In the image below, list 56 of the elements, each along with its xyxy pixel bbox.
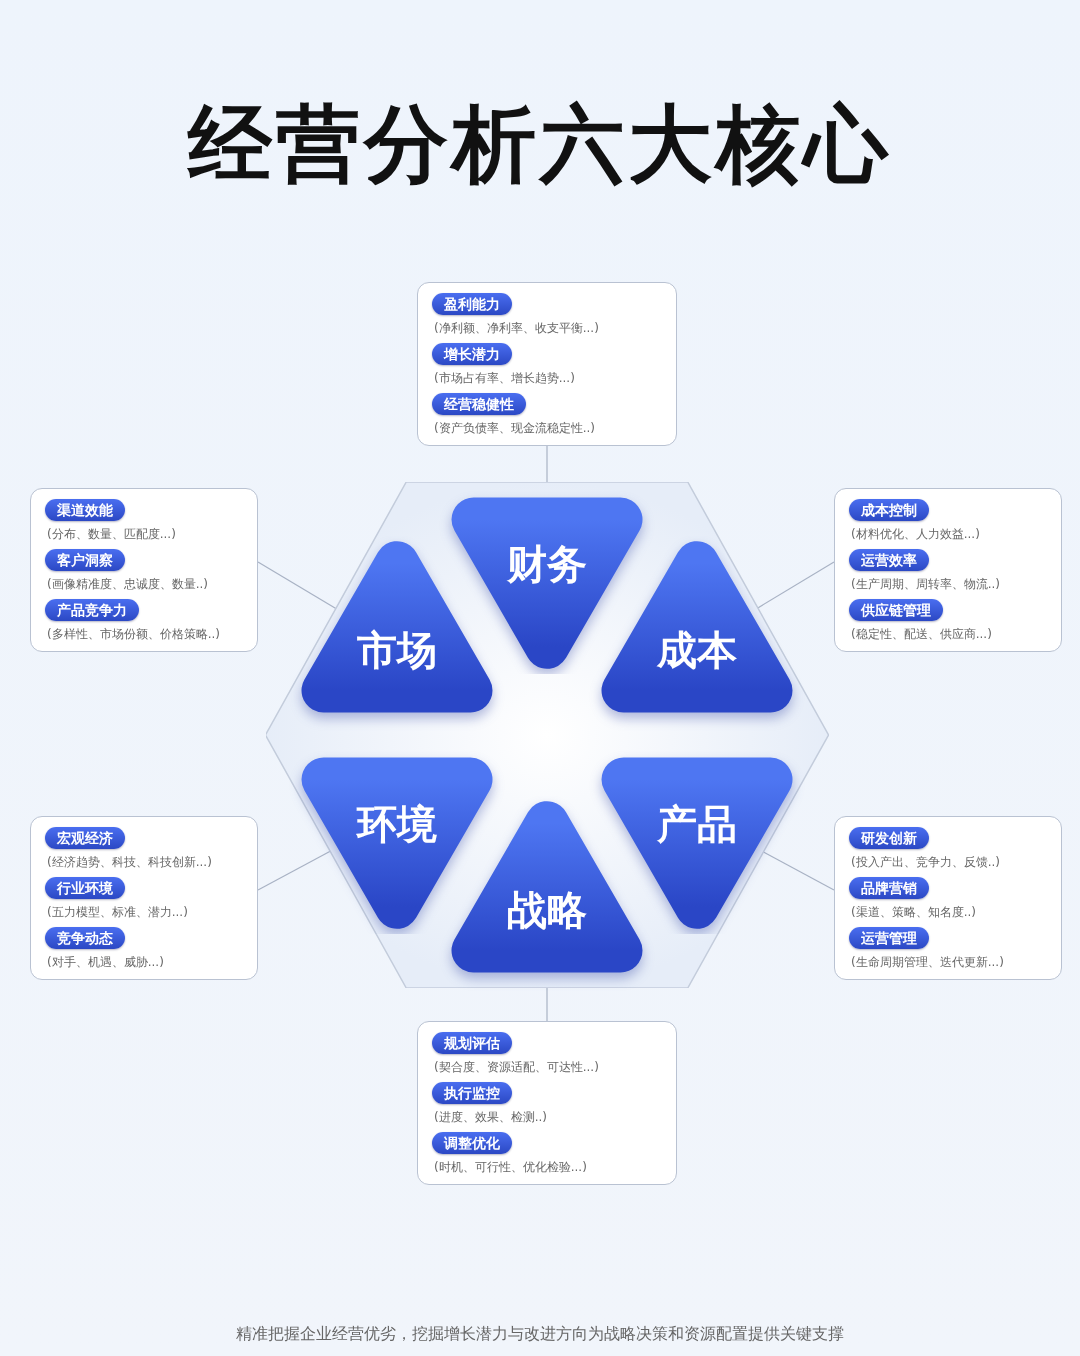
info-card	[30, 488, 258, 652]
category-tag: 增长潜力	[432, 343, 512, 365]
description-text: (分布、数量、匹配度...)	[47, 526, 177, 542]
connector-line	[546, 445, 548, 483]
description-text: (市场占有率、增长趋势...)	[434, 370, 576, 386]
category-tag: 研发创新	[849, 827, 929, 849]
category-tag: 成本控制	[849, 499, 929, 521]
petal-label: 财务	[507, 541, 587, 586]
info-card	[417, 282, 677, 446]
petal-label: 环境	[357, 801, 438, 846]
connector-line	[257, 561, 337, 610]
description-text: (进度、效果、检测..)	[434, 1109, 548, 1125]
description-text: (净利额、净利率、收支平衡...)	[434, 320, 600, 336]
category-tag: 盈利能力	[432, 293, 512, 315]
hexagon-frame	[266, 482, 829, 988]
category-tag: 宏观经济	[45, 827, 125, 849]
petal-label: 成本	[656, 628, 737, 673]
petal-label: 战略	[507, 888, 587, 933]
description-text: (多样性、市场份额、价格策略..)	[47, 626, 221, 642]
info-card	[834, 816, 1062, 980]
description-text: (稳定性、配送、供应商...)	[851, 626, 993, 642]
category-tag: 运营管理	[849, 927, 929, 949]
connector-line	[546, 987, 548, 1022]
description-text: (经济趋势、科技、科技创新...)	[47, 854, 213, 870]
info-card	[834, 488, 1062, 652]
category-tag: 经营稳健性	[432, 393, 526, 415]
category-tag: 调整优化	[432, 1132, 512, 1154]
category-tag: 竞争动态	[45, 927, 125, 949]
category-tag: 规划评估	[432, 1032, 512, 1054]
info-card	[30, 816, 258, 980]
info-card	[417, 1021, 677, 1185]
category-tag: 品牌营销	[849, 877, 929, 899]
description-text: (资产负债率、现金流稳定性..)	[434, 420, 596, 436]
category-tag: 执行监控	[432, 1082, 512, 1104]
category-tag: 行业环境	[45, 877, 125, 899]
title-text: 经营分析六大核心	[186, 94, 893, 195]
caption-text: 精准把握企业经营优劣，挖掘增长潜力与改进方向为战略决策和资源配置提供关键支撑	[235, 1324, 845, 1345]
description-text: (材料优化、人力效益...)	[851, 526, 981, 542]
connector-line	[257, 850, 331, 891]
description-text: (契合度、资源适配、可达性...)	[434, 1059, 600, 1075]
description-text: (时机、可行性、优化检验...)	[434, 1159, 588, 1175]
connector-line	[757, 561, 835, 609]
description-text: (生产周期、周转率、物流..)	[851, 576, 1001, 592]
petal-label: 产品	[656, 801, 737, 846]
category-tag: 客户洞察	[45, 549, 125, 571]
description-text: (渠道、策略、知名度..)	[851, 904, 977, 920]
category-tag: 供应链管理	[849, 599, 943, 621]
description-text: (五力模型、标准、潜力...)	[47, 904, 189, 920]
description-text: (对手、机遇、威胁...)	[47, 954, 165, 970]
description-text: (画像精准度、忠诚度、数量..)	[47, 576, 209, 592]
category-tag: 运营效率	[849, 549, 929, 571]
description-text: (投入产出、竞争力、反馈..)	[851, 854, 1001, 870]
description-text: (生命周期管理、迭代更新...)	[851, 954, 1005, 970]
category-tag: 渠道效能	[45, 499, 125, 521]
petal-label: 市场	[357, 628, 438, 673]
category-tag: 产品竞争力	[45, 599, 139, 621]
